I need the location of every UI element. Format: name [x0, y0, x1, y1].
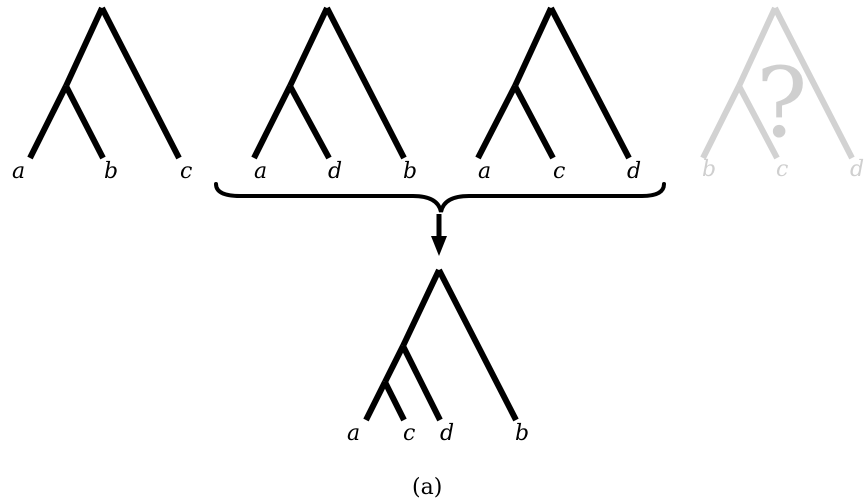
- curly-brace: [214, 182, 666, 213]
- arrow-head: [431, 236, 447, 256]
- question-mark-icon: ?: [756, 47, 807, 159]
- down-arrow-icon: [431, 214, 447, 256]
- tree4-branch-root-d: [772, 6, 855, 160]
- tree2-branch-d: [287, 84, 332, 160]
- tree4-leaf-b: b: [702, 157, 716, 182]
- tree4-leaf-c: c: [776, 157, 788, 182]
- result-branch-c: [382, 380, 407, 422]
- tree3-branch-c: [512, 84, 556, 160]
- tree1-branch-a: [27, 84, 69, 160]
- tree4-branch-c: [736, 84, 780, 160]
- tree2-branch-root-left: [287, 6, 330, 88]
- tree1-leaf-c: c: [180, 159, 192, 184]
- result-leaf-d: d: [440, 421, 454, 446]
- tree2-leaf-d: d: [328, 159, 342, 184]
- result-branch-root-left: [400, 268, 442, 348]
- tree2-leaf-a: a: [254, 159, 267, 184]
- tree1-leaf-a: a: [12, 159, 25, 184]
- tree4-leaf-d: d: [850, 157, 864, 182]
- tree3-leaf-d: d: [627, 159, 641, 184]
- result-branch-d: [400, 344, 443, 422]
- result-tree: a c d b: [347, 268, 529, 446]
- tree1-branch-root-c: [99, 6, 182, 160]
- tree2-leaf-b: b: [403, 159, 417, 184]
- input-tree-2: a d b: [251, 6, 417, 184]
- tree1-branch-b: [63, 84, 106, 160]
- tree3-branch-root-left: [512, 6, 554, 88]
- tree3-leaf-c: c: [553, 159, 565, 184]
- tree4-branch-b: [700, 84, 742, 160]
- figure-caption: (a): [412, 475, 442, 500]
- tree2-branch-a: [251, 84, 293, 160]
- tree1-leaf-b: b: [104, 159, 118, 184]
- tree3-branch-a: [475, 84, 518, 160]
- result-branch-a: [363, 380, 388, 422]
- result-leaf-c: c: [403, 421, 415, 446]
- input-tree-1: a b c: [12, 6, 192, 184]
- tree4-branch-root-left: [736, 6, 778, 88]
- input-tree-3: a c d: [475, 6, 641, 184]
- tree1-branch-root-left: [63, 6, 105, 88]
- result-branch-inner-left: [382, 344, 406, 384]
- tree2-branch-root-b: [324, 6, 407, 160]
- tree3-branch-root-d: [548, 6, 632, 160]
- result-branch-root-b: [436, 268, 519, 422]
- tree3-leaf-a: a: [478, 159, 491, 184]
- result-leaf-a: a: [347, 421, 360, 446]
- result-leaf-b: b: [515, 421, 529, 446]
- input-tree-4-ghost: ? b c d: [700, 6, 864, 182]
